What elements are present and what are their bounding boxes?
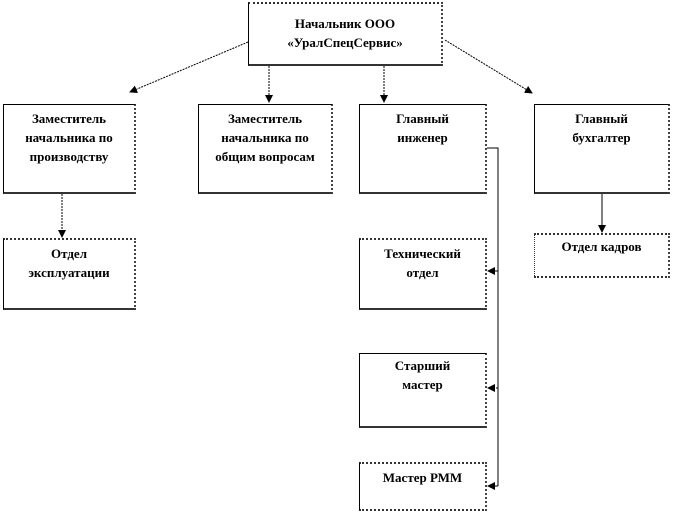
- node-head-line: Начальник ООО: [294, 16, 396, 31]
- edge-head-chief-accountant: [444, 39, 533, 94]
- node-label-line: мастер: [402, 377, 443, 392]
- node-label-line: Технический: [384, 246, 461, 261]
- edge-head-deputy-production: [129, 41, 249, 93]
- node-deputy-production: Заместитель начальника по производству: [3, 104, 136, 194]
- node-label-line: Главный: [396, 111, 449, 126]
- node-label-line: начальника по: [25, 130, 113, 145]
- node-technical-dept: Технический отдел: [359, 238, 487, 310]
- node-label-line: бухгалтер: [572, 130, 631, 145]
- node-label-line: Мастер РММ: [382, 470, 463, 485]
- node-label-line: производству: [29, 149, 109, 164]
- node-label-line: Заместитель: [31, 111, 107, 126]
- node-label-line: эксплуатации: [28, 265, 110, 280]
- node-label-line: Главный: [575, 111, 628, 126]
- node-chief-accountant: Главный бухгалтер: [534, 104, 670, 194]
- node-label-line: инженер: [397, 130, 448, 145]
- node-operations-dept: Отдел эксплуатации: [3, 238, 136, 310]
- node-head: Начальник ООО «УралСпецСервис»: [248, 2, 443, 66]
- node-label-line: начальника по: [221, 130, 309, 145]
- node-deputy-general: Заместитель начальника по общим вопросам: [198, 104, 333, 194]
- node-chief-engineer: Главный инженер: [359, 104, 487, 194]
- node-head-line: «УралСпецСервис»: [287, 35, 403, 50]
- node-senior-master: Старший мастер: [359, 353, 487, 428]
- node-label-line: Старший: [394, 358, 451, 373]
- node-hr-dept: Отдел кадров: [534, 233, 670, 278]
- node-label-line: Отдел кадров: [561, 239, 642, 254]
- node-label-line: Отдел: [51, 246, 87, 261]
- edge-engineer-bus: [486, 147, 499, 486]
- node-label-line: общим вопросам: [215, 149, 315, 164]
- node-master-rmm: Мастер РММ: [359, 462, 487, 511]
- node-label-line: Заместитель: [227, 111, 303, 126]
- node-label-line: отдел: [406, 265, 439, 280]
